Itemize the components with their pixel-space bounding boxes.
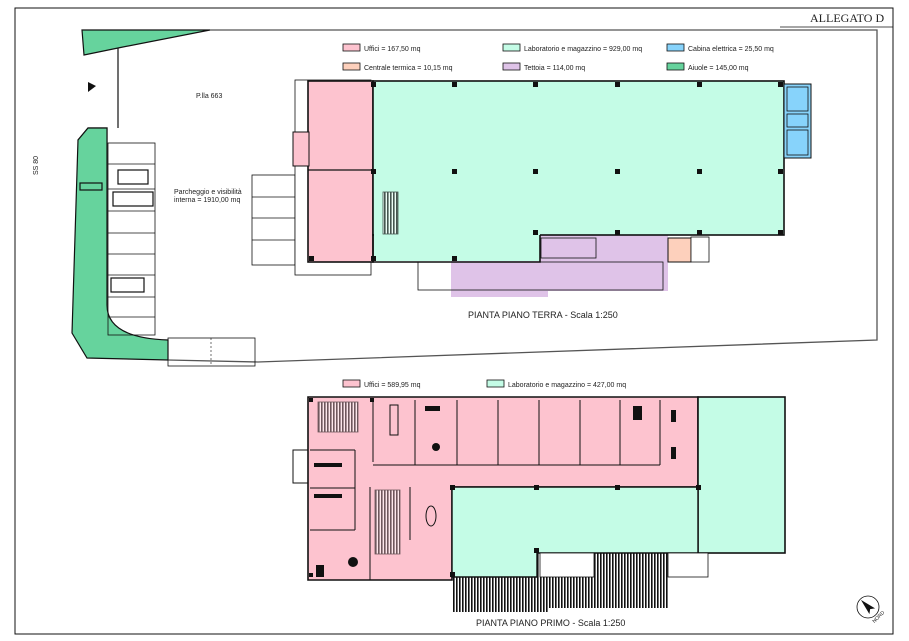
staircase bbox=[382, 191, 399, 235]
legend-label: Uffici = 167,50 mq bbox=[364, 46, 421, 53]
laboratorio-area bbox=[372, 80, 785, 236]
entrance-vestibule bbox=[292, 131, 310, 167]
flowerbed-left-shape bbox=[71, 127, 169, 361]
balcony-box bbox=[292, 449, 310, 484]
site-gate bbox=[167, 337, 256, 367]
legend-swatch-tettoia bbox=[502, 62, 521, 71]
staircase bbox=[374, 489, 401, 555]
first-floor-plan: PIANTA PIANO PRIMO - Scala 1:250 bbox=[292, 396, 786, 628]
ground-floor-title: PIANTA PIANO TERRA - Scala 1:250 bbox=[468, 310, 618, 320]
structural-columns bbox=[309, 398, 701, 577]
loading-platform bbox=[539, 552, 595, 578]
legend-swatch-uffici bbox=[342, 379, 361, 388]
site-boundary bbox=[167, 29, 878, 363]
laboratorio-area bbox=[697, 396, 786, 554]
legend-label: Laboratorio e magazzino = 427,00 mq bbox=[508, 382, 626, 389]
car-icon bbox=[112, 191, 154, 207]
legend-label: Centrale termica = 10,15 mq bbox=[364, 65, 453, 72]
car-icon bbox=[110, 277, 145, 293]
uffici-area bbox=[307, 80, 374, 263]
parking-area-value: interna = 1910,00 mq bbox=[174, 197, 240, 204]
terrace-hatched-strip bbox=[452, 577, 548, 612]
north-arrow: NORD bbox=[856, 595, 886, 625]
legend-swatch-uffici bbox=[342, 43, 361, 52]
legend-label: Cabina elettrica = 25,50 mq bbox=[688, 46, 774, 53]
legend-label: Uffici = 589,95 mq bbox=[364, 382, 421, 389]
parking-stalls-left bbox=[107, 142, 156, 336]
sheet-frame bbox=[14, 7, 894, 635]
legend-label: Aiuole = 145,00 mq bbox=[688, 65, 749, 72]
annex-room bbox=[667, 552, 709, 578]
entrance-arrow-icon bbox=[88, 82, 96, 92]
loading-dock bbox=[540, 237, 597, 259]
staircase bbox=[317, 401, 359, 433]
tettoia-area-strip bbox=[451, 262, 548, 297]
flowerbed-top bbox=[81, 29, 211, 56]
site-plan: P.lla 663 SS 80 Parcheggio e visibilità … bbox=[33, 29, 878, 367]
legend-swatch-laboratorio bbox=[486, 379, 505, 388]
legend-label: Tettoia = 114,00 mq bbox=[524, 65, 585, 72]
centrale-termica bbox=[667, 237, 692, 263]
ground-floor-legend: Uffici = 167,50 mq Laboratorio e magazzi… bbox=[342, 43, 774, 72]
first-floor-title: PIANTA PIANO PRIMO - Scala 1:250 bbox=[476, 618, 625, 628]
parking-stalls-right bbox=[251, 174, 296, 266]
north-arrow-icon bbox=[860, 599, 876, 615]
car-icon bbox=[117, 169, 149, 185]
parking-area-label: Parcheggio e visibilità bbox=[174, 189, 242, 196]
first-floor-legend: Uffici = 589,95 mq Laboratorio e magazzi… bbox=[342, 379, 626, 389]
cabina-elettrica bbox=[783, 83, 812, 159]
ground-floor-plan: PIANTA PIANO TERRA - Scala 1:250 bbox=[292, 79, 812, 320]
desks bbox=[314, 404, 676, 577]
road-label: SS 80 bbox=[33, 156, 40, 175]
legend-label: Laboratorio e magazzino = 929,00 mq bbox=[524, 46, 642, 53]
legend-swatch-centrale bbox=[342, 62, 361, 71]
annex-label: ALLEGATO D bbox=[810, 11, 884, 25]
parcel-label: P.lla 663 bbox=[196, 93, 222, 100]
structural-columns bbox=[309, 82, 783, 261]
legend-swatch-aiuole bbox=[666, 62, 685, 71]
annex-room bbox=[690, 236, 710, 263]
site-sign bbox=[79, 182, 103, 191]
legend-swatch-cabina bbox=[666, 43, 685, 52]
office-partitions bbox=[310, 400, 661, 580]
legend-swatch-laboratorio bbox=[502, 43, 521, 52]
